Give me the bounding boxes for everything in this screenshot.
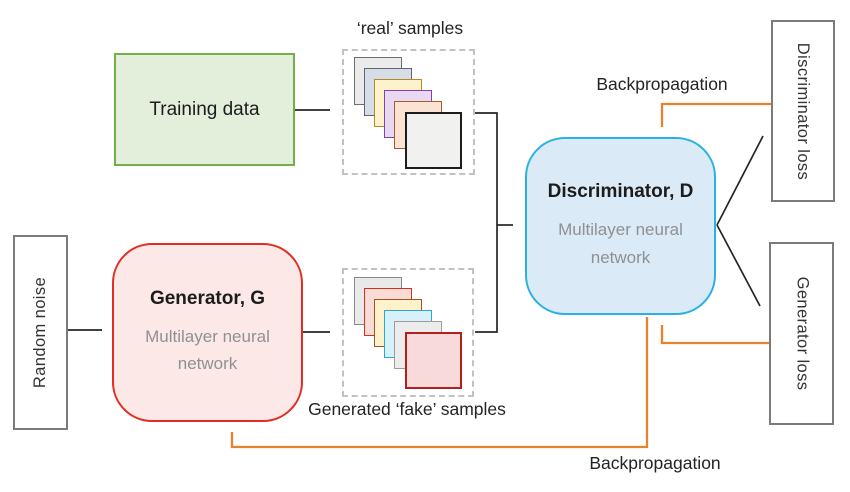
generator-title: Generator, G bbox=[149, 287, 266, 309]
backpropagation-bottom-label: Backpropagation bbox=[589, 453, 721, 473]
connector-samples-merge bbox=[475, 112, 498, 333]
generator-box: Generator, G Multilayer neural network bbox=[112, 243, 303, 422]
fake-samples-label: Generated ‘fake’ samples bbox=[308, 399, 506, 419]
fake-samples-stack bbox=[354, 277, 464, 391]
backprop-arrow-genloss-to-discriminator bbox=[660, 325, 769, 345]
generator-loss-box: Generator loss bbox=[769, 242, 834, 425]
random-noise-box: Random noise bbox=[13, 235, 68, 430]
generator-loss-label: Generator loss bbox=[793, 276, 812, 391]
real-samples-dashed-frame bbox=[342, 49, 475, 175]
fake-samples-dashed-frame bbox=[342, 268, 474, 397]
training-data-box: Training data bbox=[114, 53, 295, 166]
discriminator-subtitle: Multilayer neural network bbox=[558, 220, 683, 267]
real-samples-label: ‘real’ samples bbox=[356, 18, 464, 38]
sample-card-white-card bbox=[405, 112, 462, 169]
generator-subtitle: Multilayer neural network bbox=[145, 326, 270, 373]
real-samples-stack bbox=[354, 57, 464, 171]
discriminator-title: Discriminator, D bbox=[547, 181, 694, 203]
sample-card-pink-card bbox=[405, 332, 462, 389]
arrow-discriminator-to-discriminator-loss bbox=[716, 135, 764, 226]
training-data-label: Training data bbox=[149, 98, 260, 120]
discriminator-loss-label: Discriminator loss bbox=[794, 42, 813, 180]
arrow-discriminator-to-generator-loss bbox=[716, 224, 761, 307]
discriminator-loss-box: Discriminator loss bbox=[771, 20, 835, 202]
backprop-arrow-discloss-to-discriminator bbox=[660, 102, 771, 127]
backpropagation-top-label: Backpropagation bbox=[596, 74, 728, 94]
backprop-arrow-discriminator-to-generator bbox=[230, 317, 649, 449]
discriminator-box: Discriminator, D Multilayer neural netwo… bbox=[525, 137, 716, 315]
random-noise-label: Random noise bbox=[31, 276, 50, 389]
